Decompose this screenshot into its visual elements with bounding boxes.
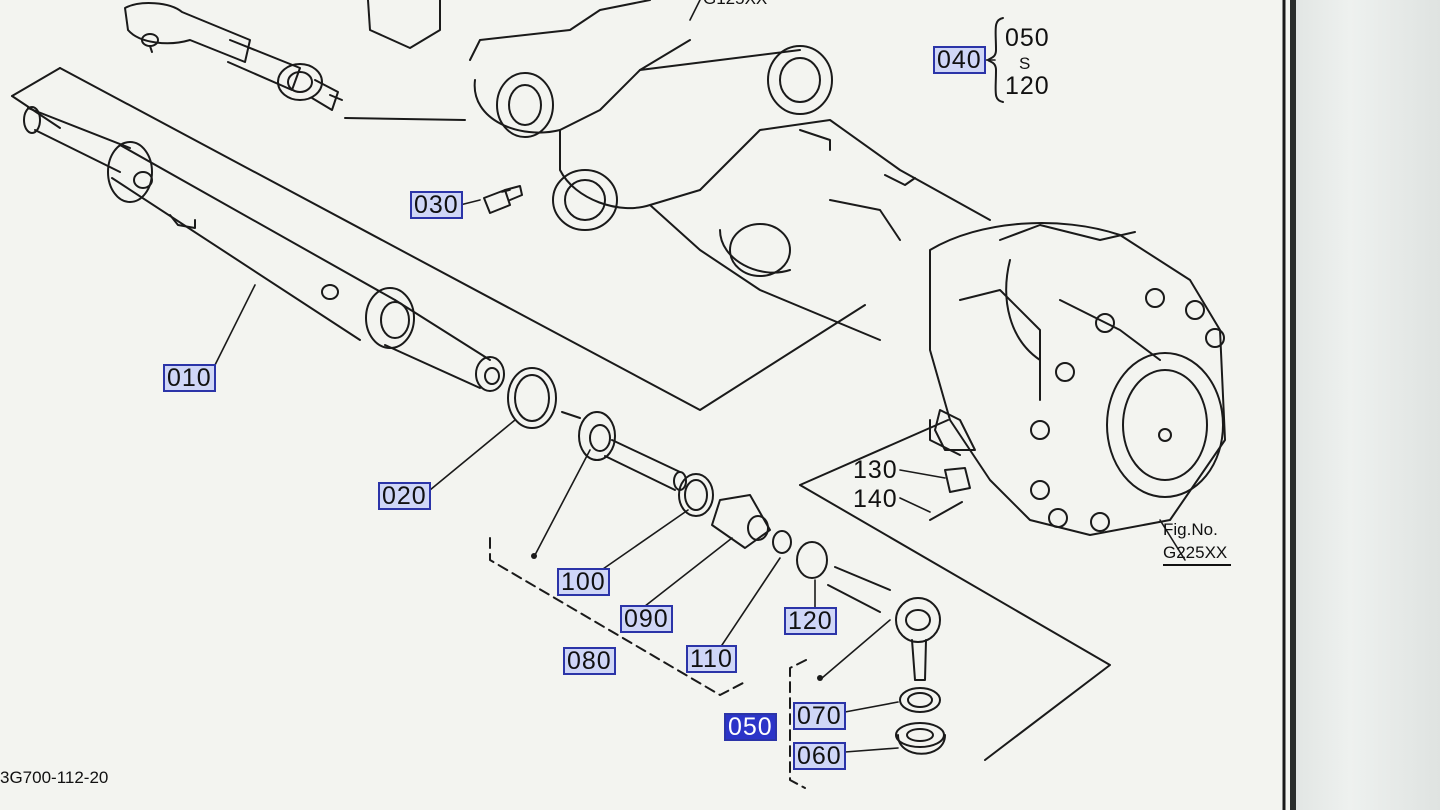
callout-040[interactable]: 040 bbox=[933, 46, 986, 74]
range-from: 050 bbox=[1005, 24, 1050, 52]
callout-110[interactable]: 110 bbox=[686, 645, 737, 673]
range-separator: S bbox=[1019, 54, 1031, 73]
snap-ring bbox=[507, 367, 557, 429]
callout-060[interactable]: 060 bbox=[793, 742, 846, 770]
bolt-030 bbox=[483, 185, 523, 214]
callout-030[interactable]: 030 bbox=[410, 191, 463, 219]
steering-cylinder bbox=[23, 106, 505, 392]
fig-ref-top[interactable]: G125XX bbox=[703, 0, 767, 10]
callout-050[interactable]: 050 bbox=[724, 713, 777, 741]
fig-no-label: Fig.No. bbox=[1163, 520, 1218, 539]
tie-rod-top bbox=[124, 2, 466, 121]
callout-090[interactable]: 090 bbox=[620, 605, 673, 633]
assembly-bracket-080 bbox=[489, 537, 807, 789]
callout-120[interactable]: 120 bbox=[784, 607, 837, 635]
exploded-axle-drawing bbox=[11, 0, 1286, 810]
callout-070[interactable]: 070 bbox=[793, 702, 846, 730]
callout-020[interactable]: 020 bbox=[378, 482, 431, 510]
parts-diagram-sheet: 010 020 030 040 050 060 070 080 090 100 … bbox=[0, 0, 1286, 810]
callout-080[interactable]: 080 bbox=[563, 647, 616, 675]
fig-no-code[interactable]: G225XX bbox=[1163, 542, 1232, 566]
axle-housing bbox=[11, 0, 991, 411]
callout-140[interactable]: 140 bbox=[853, 485, 898, 513]
monitor-bezel bbox=[1290, 0, 1440, 810]
callout-100[interactable]: 100 bbox=[557, 568, 610, 596]
gear-case bbox=[929, 222, 1226, 536]
tie-rod-assembly bbox=[561, 411, 1111, 761]
range-brace bbox=[987, 17, 1004, 103]
callout-130[interactable]: 130 bbox=[853, 456, 898, 484]
callout-010[interactable]: 010 bbox=[163, 364, 216, 392]
drawing-code: 3G700-112-20 bbox=[0, 768, 109, 787]
range-to: 120 bbox=[1005, 72, 1050, 100]
